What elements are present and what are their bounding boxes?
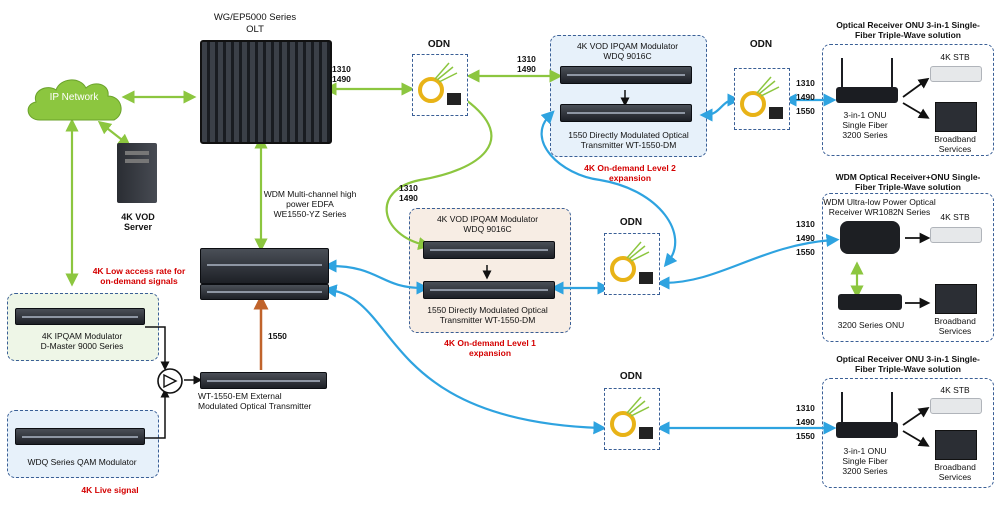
- link-edfa-odn4: [323, 284, 607, 435]
- edfa-label: WDM Multi-channel high power EDFA WE1550…: [263, 189, 357, 219]
- exp1-mod-label: 4K VOD IPQAM Modulator WDQ 9016C: [436, 214, 539, 234]
- cust3-onu-label: 3-in-1 ONU Single Fiber 3200 Series: [842, 446, 888, 476]
- splitter-icon: [610, 241, 653, 284]
- lowrate-note: 4K Low access rate for on-demand signals: [92, 266, 186, 286]
- modulator-icon: [560, 66, 692, 84]
- live-note: 4K Live signal: [81, 485, 139, 495]
- server-label: 4K VOD Server: [121, 212, 155, 232]
- exp1-note: 4K On-demand Level 1 expansion: [444, 338, 536, 358]
- link-edfa-tx1: [323, 259, 430, 295]
- cust1-stb-label: 4K STB: [940, 52, 970, 62]
- cust1-title: Optical Receiver ONU 3-in-1 Single- Fibe…: [836, 20, 980, 40]
- cust2-stb-label: 4K STB: [940, 212, 970, 222]
- olt-label: WG/EP5000 Series OLT: [213, 12, 297, 35]
- stb-icon: [930, 398, 982, 414]
- qam-label: WDQ Series QAM Modulator: [27, 457, 137, 467]
- wl-cust2: 1310 1490 1550: [796, 219, 815, 257]
- onu-icon: [838, 294, 902, 310]
- coupler-icon: [157, 368, 183, 394]
- cust2-title: WDM Optical Receiver+ONU Single- Fiber T…: [835, 172, 981, 192]
- odn-3-label: ODN: [619, 217, 643, 228]
- edfa-rack-icon: [200, 284, 329, 300]
- link-router1-pc: [902, 102, 930, 119]
- cust3-stb-label: 4K STB: [940, 385, 970, 395]
- router-icon: [836, 87, 898, 103]
- odn-3: [604, 233, 660, 295]
- pc-icon: [935, 102, 977, 132]
- wl-cust3: 1310 1490 1550: [796, 403, 815, 441]
- splitter-icon: [740, 76, 783, 119]
- cust1-onu-label: 3-in-1 ONU Single Fiber 3200 Series: [842, 110, 888, 140]
- splitter-icon: [418, 62, 461, 105]
- modulator-icon: [15, 428, 145, 445]
- exp2-note: 4K On-demand Level 2 expansion: [584, 163, 676, 183]
- link-cloud-server: [97, 120, 132, 148]
- odn-1-label: ODN: [427, 39, 451, 50]
- modulator-icon: [423, 241, 555, 259]
- wl-emtx: 1550: [268, 331, 287, 341]
- edfa-icon: [200, 248, 329, 284]
- transmitter-icon: [200, 372, 327, 389]
- ipqam-label: 4K IPQAM Modulator D-Master 9000 Series: [40, 331, 124, 351]
- wl-odn1-mod2: 1310 1490: [517, 54, 536, 74]
- link-qam-coupler: [145, 388, 170, 439]
- olt-chassis-icon: [200, 40, 332, 144]
- link-router1-stb: [902, 77, 930, 98]
- stb-icon: [930, 66, 982, 82]
- cust2-bb-label: Broadband Services: [934, 316, 976, 336]
- odn-4-label: ODN: [619, 371, 643, 382]
- ipqam-panel: [7, 293, 159, 361]
- transmitter-icon: [423, 281, 555, 299]
- link-ipqam-coupler: [145, 326, 170, 371]
- odn-2-label: ODN: [749, 39, 773, 50]
- pc-icon: [935, 430, 977, 460]
- odn-1: [412, 54, 468, 116]
- link-router3-pc: [902, 430, 930, 447]
- odn-4: [604, 388, 660, 450]
- pc-icon: [935, 284, 977, 314]
- cloud-icon: [27, 79, 122, 121]
- cust2-onu-label: 3200 Series ONU: [837, 320, 905, 330]
- wl-cust1: 1310 1490 1550: [796, 78, 815, 116]
- server-icon: [117, 143, 157, 203]
- exp2-tx-label: 1550 Directly Modulated Optical Transmit…: [568, 130, 689, 150]
- stb-icon: [930, 227, 982, 243]
- cust1-bb-label: Broadband Services: [934, 134, 976, 154]
- splitter-icon: [610, 396, 653, 439]
- wl-odn1-mod1: 1310 1490: [399, 183, 418, 203]
- link-odn1-mod1: [385, 99, 493, 251]
- router-icon: [836, 422, 898, 438]
- link-tx2-odn2: [699, 93, 741, 122]
- odn-2: [734, 68, 790, 130]
- modulator-icon: [15, 308, 145, 325]
- wl-olt-odn1: 1310 1490: [332, 64, 351, 84]
- receiver-icon: [840, 221, 900, 254]
- cust3-title: Optical Receiver ONU 3-in-1 Single- Fibe…: [836, 354, 980, 374]
- link-odn3-cust2: [656, 233, 840, 290]
- cust3-bb-label: Broadband Services: [934, 462, 976, 482]
- cloud-label: IP Network: [49, 92, 99, 103]
- emtx-label: WT-1550-EM External Modulated Optical Tr…: [198, 391, 312, 411]
- link-router3-stb: [902, 406, 930, 426]
- transmitter-icon: [560, 104, 692, 122]
- exp2-mod-label: 4K VOD IPQAM Modulator WDQ 9016C: [576, 41, 679, 61]
- exp1-tx-label: 1550 Directly Modulated Optical Transmit…: [427, 305, 548, 325]
- cust2-recv-label: WDM Ultra-low Power Optical Receiver WR1…: [823, 197, 936, 217]
